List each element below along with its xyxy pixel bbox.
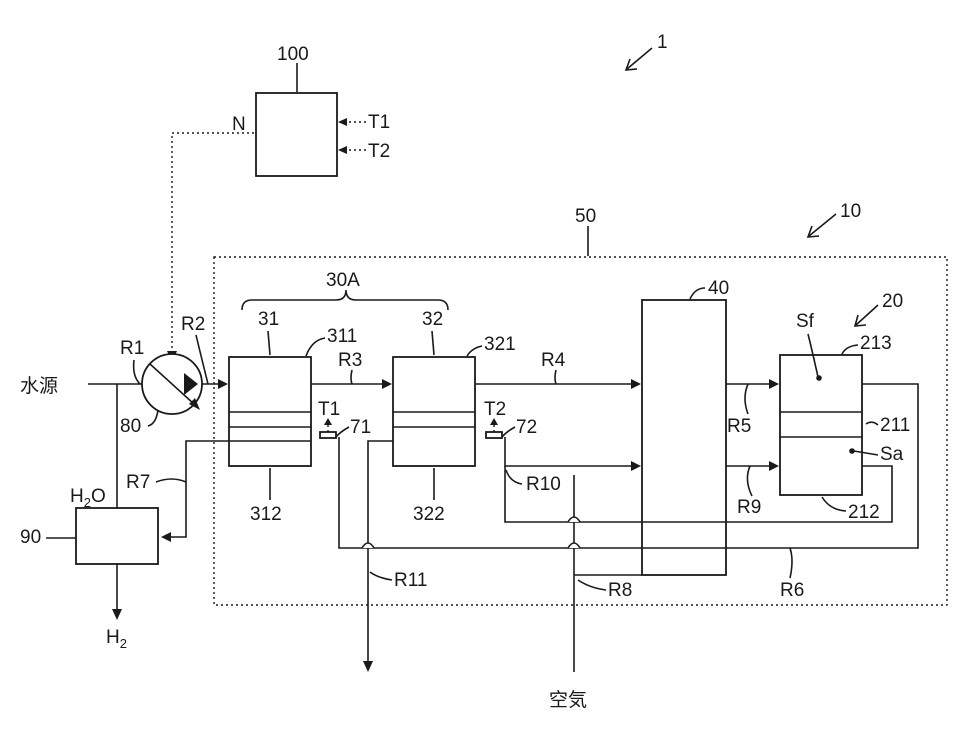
controller-input-T1: T1 (368, 112, 390, 133)
group-30A-label: 30A (326, 270, 360, 291)
path-R1-label: R1 (120, 338, 144, 359)
part-212-label: 212 (848, 502, 880, 523)
path-R6-label: R6 (780, 580, 804, 601)
unit-40-box (642, 300, 726, 575)
pump-80-label: 80 (120, 416, 141, 437)
part-321-label: 321 (484, 334, 516, 355)
unit-20-box (780, 355, 862, 495)
tank-90-label: 90 (20, 527, 41, 548)
unit-20-Sa-label: Sa (880, 444, 904, 465)
sensor-T2-label: T2 (484, 399, 506, 420)
part-312-label: 312 (250, 504, 282, 525)
path-R4-label: R4 (541, 350, 566, 371)
controller-input-T2: T2 (368, 141, 390, 162)
unit-20-Sf-label: Sf (796, 311, 815, 332)
controller-input-N: N (232, 114, 246, 135)
path-R3-label: R3 (338, 350, 362, 371)
controller-label: 100 (277, 44, 309, 65)
part-211-label: 211 (880, 415, 910, 436)
figure-ref-10: 10 (840, 201, 861, 222)
figure-ref-1: 1 (657, 32, 668, 53)
part-213-label: 213 (860, 333, 892, 354)
part-322-label: 322 (413, 504, 445, 525)
path-R9-label: R9 (737, 497, 761, 518)
air-input-label: 空気 (549, 689, 587, 711)
tank-90-box (76, 508, 158, 564)
part-311-label: 311 (327, 326, 357, 347)
sensor-72-label: 72 (516, 417, 537, 438)
unit-40-label: 40 (708, 278, 729, 299)
path-R10-label: R10 (526, 474, 561, 495)
path-R2-label: R2 (181, 314, 205, 335)
controller-box (256, 93, 337, 176)
tank-90-water-label: H2O (70, 486, 106, 510)
path-R11-label: R11 (394, 570, 427, 591)
unit-31-label: 31 (258, 309, 279, 330)
sensor-71-label: 71 (350, 417, 371, 438)
sensor-T1-label: T1 (318, 399, 340, 420)
hydrogen-output-label: H2 (106, 627, 127, 651)
path-R8-label: R8 (608, 580, 632, 601)
enclosure-label: 50 (575, 206, 596, 227)
figure-ref-20: 20 (882, 291, 903, 312)
path-R5-label: R5 (727, 416, 751, 437)
water-source-label: 水源 (20, 375, 58, 397)
unit-32-label: 32 (422, 309, 443, 330)
path-R7-label: R7 (126, 472, 150, 493)
